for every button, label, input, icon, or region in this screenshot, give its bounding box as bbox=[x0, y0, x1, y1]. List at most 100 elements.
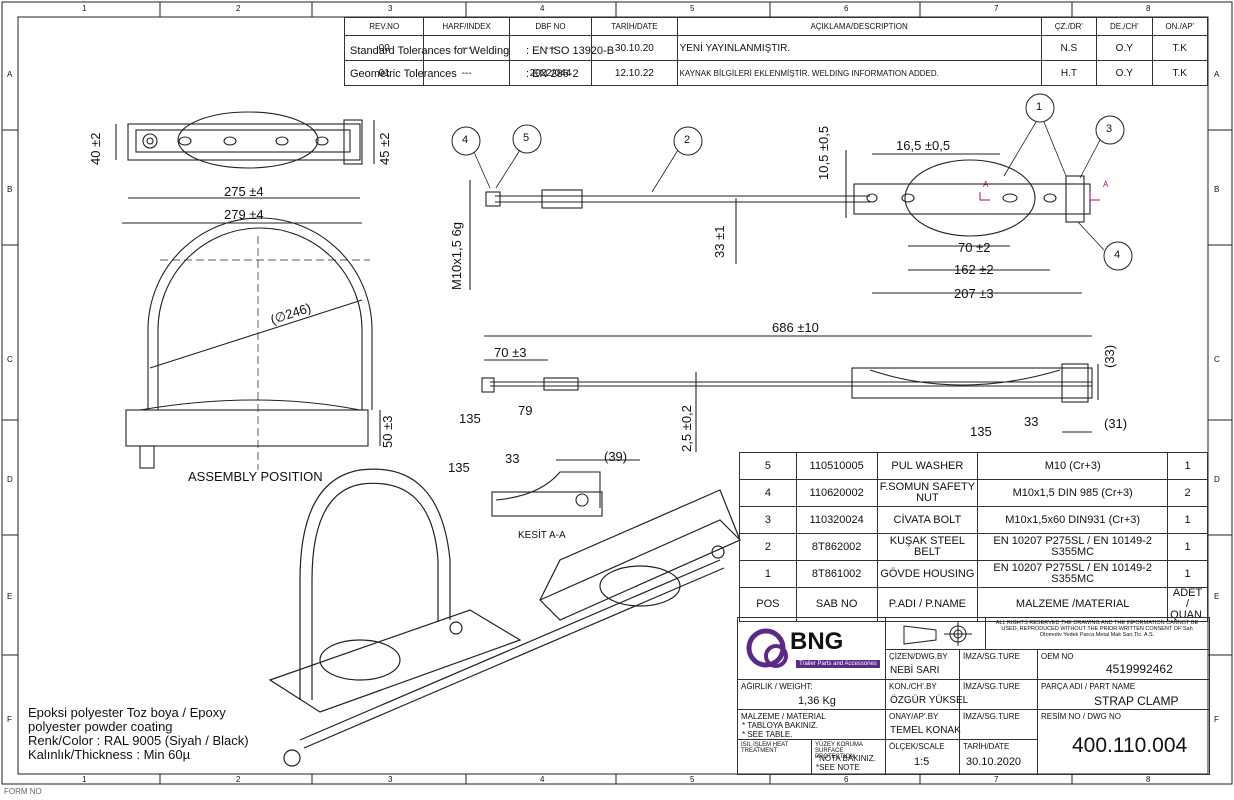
date-cell: TARİH/DATE 30.10.2020 bbox=[960, 740, 1038, 774]
col-label: 1 bbox=[82, 775, 87, 784]
dim-10-5: 10,5 ±0,5 bbox=[816, 125, 831, 180]
weld-symbol-33: 33 bbox=[505, 451, 520, 466]
weight-value: 1,36 Kg bbox=[798, 695, 836, 707]
dim-45: 45 ±2 bbox=[377, 132, 392, 165]
note-line: Epoksi polyester Toz boya / Epoxy bbox=[28, 705, 226, 720]
revision-header: TARİH/DATE bbox=[591, 16, 678, 37]
dim-70-3: 70 ±3 bbox=[494, 345, 527, 360]
bom-cell: 1 bbox=[1167, 533, 1208, 561]
bom-cell: 3 bbox=[739, 506, 797, 534]
material-note: * TABLOYA BAKINIZ. bbox=[742, 721, 819, 730]
col-label: 5 bbox=[690, 775, 695, 784]
row-label: D bbox=[7, 475, 13, 484]
heat-treatment-label: ISIL İŞLEM HEAT TREATMENT bbox=[741, 742, 789, 754]
revision-cell: YENİ YAYINLANMIŞTIR. bbox=[676, 35, 1042, 62]
revision-cell: H.T bbox=[1040, 60, 1098, 86]
revision-cell: 12.10.22 bbox=[591, 60, 678, 86]
approved-by-value: TEMEL KONAK bbox=[890, 725, 961, 736]
bom-cell: M10x1,5x60 DIN931 (Cr+3) bbox=[977, 506, 1169, 534]
material-cell: MALZEME / MATERIAL * TABLOYA BAKINIZ. * … bbox=[738, 710, 886, 740]
row-label: C bbox=[7, 355, 13, 364]
bom-row: 5 110510005 PUL WASHER M10 (Cr+3) 1 bbox=[739, 452, 1208, 480]
row-label: A bbox=[1214, 70, 1220, 79]
col-label: 6 bbox=[844, 775, 849, 784]
bom-cell: 1 bbox=[739, 560, 797, 588]
note-line: polyester powder coating bbox=[28, 719, 173, 734]
row-label: D bbox=[1214, 475, 1220, 484]
material-label: MALZEME / MATERIAL bbox=[741, 712, 826, 721]
section-marker: A bbox=[1103, 180, 1109, 189]
balloon-4: 4 bbox=[462, 134, 469, 146]
section-marker: A bbox=[983, 180, 989, 189]
bom-cell: F.SOMUN SAFETY NUT bbox=[876, 479, 979, 507]
dwg-no-label: RESİM NO / DWG NO bbox=[1041, 712, 1121, 721]
projection-cell bbox=[886, 618, 986, 650]
balloon-5: 5 bbox=[523, 132, 530, 144]
scale-label: ÖLÇEK/SCALE bbox=[889, 742, 945, 751]
bom-row: 4 110620002 F.SOMUN SAFETY NUT M10x1,5 D… bbox=[739, 479, 1208, 507]
col-label: 2 bbox=[236, 4, 241, 13]
weld-symbol-135: 135 bbox=[459, 411, 481, 426]
revision-cell: O.Y bbox=[1096, 35, 1153, 62]
bom-row: 3 110320024 CİVATA BOLT M10x1,5x60 DIN93… bbox=[739, 506, 1208, 534]
section-label: KESİT A-A bbox=[518, 530, 566, 541]
revision-row: 00 --- --- 30.10.20 YENİ YAYINLANMIŞTIR.… bbox=[343, 35, 1208, 62]
bom-header: ADET / QUAN. bbox=[1167, 587, 1208, 622]
col-label: 6 bbox=[844, 4, 849, 13]
bom-cell: 110620002 bbox=[795, 479, 878, 507]
bom-cell: 110510005 bbox=[795, 452, 878, 480]
revision-header: DBF NO bbox=[508, 16, 593, 37]
col-label: 7 bbox=[994, 4, 999, 13]
row-label: B bbox=[7, 185, 13, 194]
bom-cell: M10x1,5 DIN 985 (Cr+3) bbox=[977, 479, 1169, 507]
row-label: C bbox=[1214, 355, 1220, 364]
row-label: E bbox=[1214, 592, 1220, 601]
bom-cell: EN 10207 P275SL / EN 10149-2 S355MC bbox=[977, 533, 1169, 561]
sign-label: İMZA/SG.TURE bbox=[963, 712, 1020, 721]
revision-cell: --- bbox=[423, 35, 510, 62]
revision-header: HARF/INDEX bbox=[423, 16, 510, 37]
bom-cell: 2 bbox=[1167, 479, 1208, 507]
surface-note: *SEE NOTE bbox=[816, 763, 860, 772]
dim-275: 275 ±4 bbox=[224, 184, 264, 199]
revision-cell: T.K bbox=[1151, 60, 1208, 86]
sign-cell: İMZA/SG.TURE bbox=[960, 650, 1038, 680]
revision-cell: 30.10.20 bbox=[591, 35, 678, 62]
revision-header: REV.NO bbox=[343, 16, 425, 37]
row-label: F bbox=[7, 715, 12, 724]
scale-cell: ÖLÇEK/SCALE 1:5 bbox=[886, 740, 960, 774]
dim-33: 33 ±1 bbox=[712, 225, 727, 258]
dim-50: 50 ±3 bbox=[380, 415, 395, 448]
col-label: 7 bbox=[994, 775, 999, 784]
weight-cell: AĞIRLIK / WEIGHT: 1,36 Kg bbox=[738, 680, 886, 710]
note-line: Kalınlık/Thickness : Min 60µ bbox=[28, 747, 191, 762]
weld-symbol-135: 135 bbox=[970, 424, 992, 439]
weight-label: AĞIRLIK / WEIGHT: bbox=[741, 682, 813, 691]
dim-31-ref: (31) bbox=[1104, 416, 1128, 431]
sign-cell: İMZA/SG.TURE bbox=[960, 710, 1038, 740]
balloon-1: 1 bbox=[1036, 101, 1043, 113]
col-label: 5 bbox=[690, 4, 695, 13]
checked-by-value: ÖZGÜR YÜKSEL bbox=[890, 695, 969, 706]
bom-table: 5 110510005 PUL WASHER M10 (Cr+3) 1 4 11… bbox=[739, 452, 1208, 622]
surface-note: *NOTA BAKINIZ. bbox=[816, 754, 876, 763]
dwg-no-value: 400.110.004 bbox=[1072, 734, 1188, 757]
bom-cell: 2 bbox=[739, 533, 797, 561]
revision-header: ÇZ./DR' bbox=[1040, 16, 1098, 37]
bom-cell: KUŞAK STEEL BELT bbox=[876, 533, 979, 561]
dim-16-5: 16,5 ±0,5 bbox=[896, 138, 951, 153]
row-label: E bbox=[7, 592, 13, 601]
dim-686: 686 ±10 bbox=[772, 320, 819, 335]
part-name-cell: PARÇA ADI / PART NAME STRAP CLAMP bbox=[1038, 680, 1209, 710]
assembly-position-label: ASSEMBLY POSITION bbox=[188, 469, 323, 484]
row-label: A bbox=[7, 70, 13, 79]
material-note: * SEE TABLE. bbox=[742, 730, 793, 739]
row-label: B bbox=[1214, 185, 1220, 194]
revision-cell: 00 bbox=[343, 35, 425, 62]
logo-tagline: Trailer Parts and Accessories bbox=[796, 660, 880, 668]
revision-cell: O.Y bbox=[1096, 60, 1153, 86]
revision-header: DE./CH' bbox=[1096, 16, 1153, 37]
revision-cell: 01 bbox=[343, 60, 425, 86]
scale-value: 1:5 bbox=[914, 756, 930, 768]
